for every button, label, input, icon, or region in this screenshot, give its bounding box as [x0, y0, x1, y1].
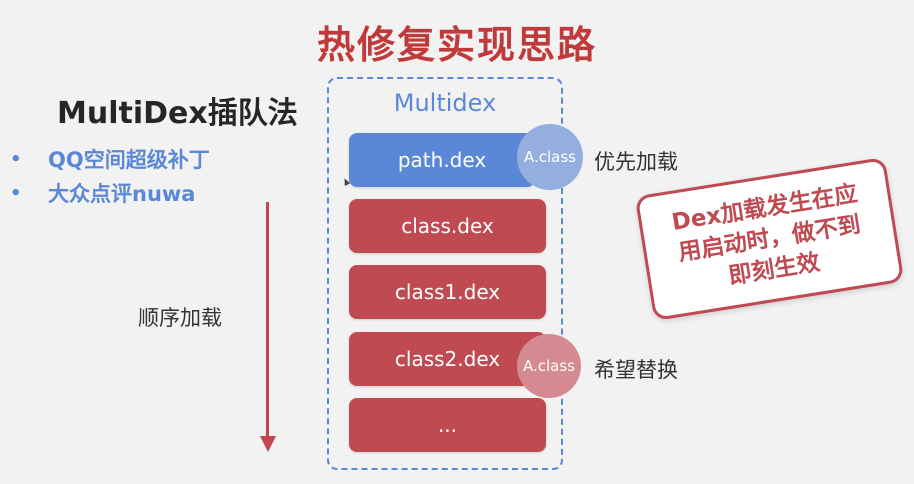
- original-class-circle: A.class: [517, 334, 581, 398]
- bullet-icon: •: [10, 149, 22, 170]
- slide-title: 热修复实现思路: [316, 23, 597, 67]
- bullet-icon: •: [10, 183, 22, 204]
- priority-load-label: 优先加载: [594, 150, 678, 174]
- callout-box: Dex加载发生在应 用启动时，做不到 即刻生效: [634, 156, 905, 322]
- list-item: • QQ空间超级补丁: [10, 145, 210, 179]
- dex-class1: class1.dex: [349, 265, 546, 319]
- method-heading: MultiDex插队法: [57, 96, 298, 131]
- dex-class2: class2.dex: [349, 332, 546, 386]
- arrow-down-icon: [260, 436, 276, 452]
- load-order-label: 顺序加载: [138, 306, 222, 330]
- dex-class: class.dex: [349, 199, 546, 253]
- example-list: • QQ空间超级补丁 • 大众点评nuwa: [10, 145, 210, 213]
- dex-path: path.dex: [349, 133, 535, 187]
- patch-class-circle: A.class: [517, 124, 583, 190]
- load-order-arrow: [266, 202, 269, 439]
- list-item: • 大众点评nuwa: [10, 179, 210, 213]
- list-item-text: QQ空间超级补丁: [48, 148, 210, 172]
- dex-more: ...: [349, 398, 546, 452]
- multidex-container: Multidex: [327, 77, 563, 470]
- replace-label: 希望替换: [594, 358, 678, 382]
- container-title: Multidex: [393, 89, 497, 117]
- list-item-text: 大众点评nuwa: [48, 182, 196, 206]
- callout-text: Dex加载发生在应 用启动时，做不到 即刻生效: [640, 174, 899, 304]
